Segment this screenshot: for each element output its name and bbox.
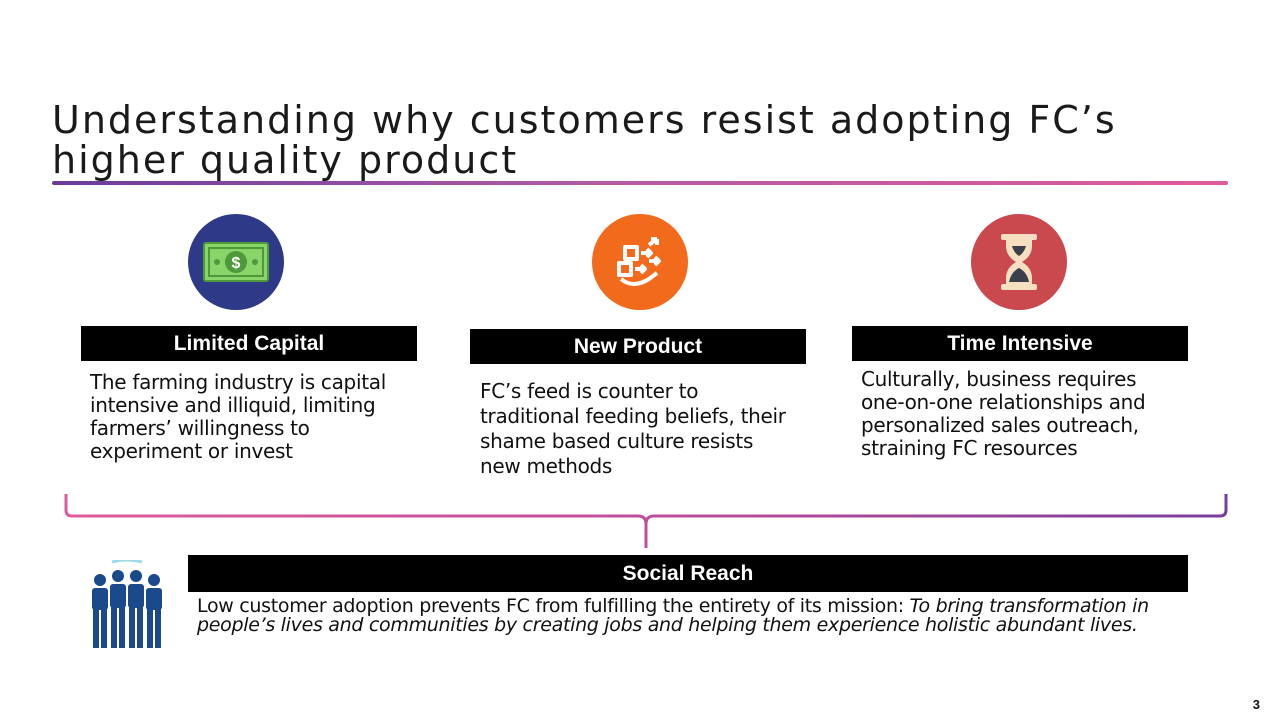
mission-lead-text: Low customer adoption prevents FC from f… [197,595,910,617]
new-product-header: New Product [470,329,806,364]
page-number: 3 [1252,697,1260,712]
time-intensive-header: Time Intensive [852,326,1188,361]
svg-text:$: $ [232,255,241,272]
hourglass-icon [971,214,1067,310]
limited-capital-header: Limited Capital [81,326,417,361]
social-reach-header: Social Reach [188,555,1188,592]
mission-statement: To bring transformation in people’s live… [197,595,1149,636]
limited-capital-text: The farming industry is capital intensiv… [90,370,386,463]
money-icon: $ [188,214,284,310]
slide-title: Understanding why customers resist adopt… [52,98,1117,182]
new-product-text: FC’s feed is counter to traditional feed… [480,379,786,478]
process-change-icon [592,214,688,310]
time-intensive-text: Culturally, business requires one-on-one… [861,367,1146,460]
title-underline [52,181,1228,185]
social-reach-text: Low customer adoption prevents FC from f… [197,597,1177,635]
people-group-icon [82,558,172,652]
